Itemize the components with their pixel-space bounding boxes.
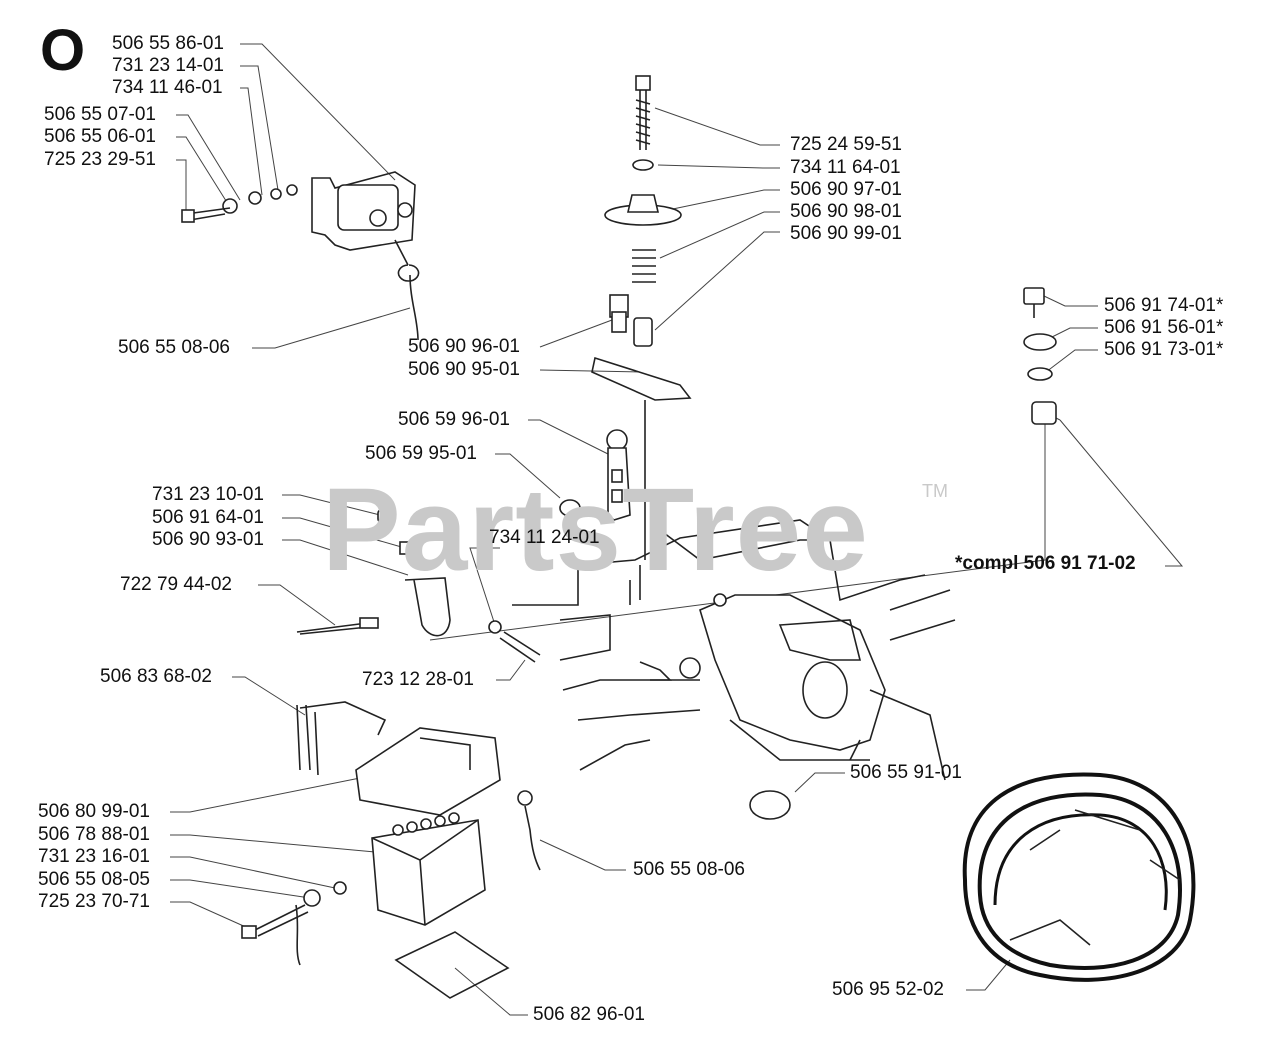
part-label: 725 23 70-71 [38,891,150,912]
leader-lines [170,43,1184,1016]
part-label: 506 95 52-02 [832,979,944,1000]
part-label: 734 11 46-01 [112,77,223,98]
part-label: 506 82 96-01 [533,1004,645,1025]
section-letter: O [40,18,86,83]
part-label: 734 11 64-01 [790,157,901,178]
wiring-harness [962,772,1196,982]
part-label: 506 55 86-01 [112,33,224,54]
part-label: 731 23 14-01 [112,55,224,76]
part-label: 506 90 99-01 [790,223,902,244]
part-label: 506 91 74-01* [1104,295,1224,316]
part-label: 506 55 06-01 [44,126,156,147]
part-label: 506 59 95-01 [365,443,477,464]
part-label: 725 23 29-51 [44,149,156,170]
part-label: 722 79 44-02 [120,574,232,595]
watermark: PartsTree [322,464,869,596]
part-label: 506 83 68-02 [100,666,212,687]
part-label: 506 78 88-01 [38,824,150,845]
switch-clip-bolt [296,509,541,663]
part-label: 731 23 16-01 [38,846,150,867]
part-label: 506 90 98-01 [790,201,902,222]
part-label: 506 90 97-01 [790,179,902,200]
part-label: 731 23 10-01 [152,484,264,505]
part-label: 506 55 08-06 [118,337,230,358]
center-bolt-spring-assembly [591,75,692,560]
part-label-compl: *compl 506 91 71-02 [955,553,1136,574]
watermark-trademark: TM [922,481,948,501]
part-label: 506 91 64-01 [152,507,264,528]
part-label: 506 55 91-01 [850,762,962,783]
part-label: 506 90 95-01 [408,359,520,380]
part-label: 725 24 59-51 [790,134,902,155]
battery-assembly [241,701,791,999]
lever-knob [559,429,631,521]
part-label: 506 55 07-01 [44,104,156,125]
part-label: 506 55 08-06 [633,859,745,880]
switch-bracket-assembly [181,171,420,341]
ignition-switch-assembly [1023,287,1057,425]
part-label: 506 91 73-01* [1104,339,1224,360]
part-label: 723 12 28-01 [362,669,474,690]
part-label: 734 11 24-01 [489,527,600,548]
part-label: 506 90 93-01 [152,529,264,550]
part-label: 506 55 08-05 [38,869,150,890]
part-label: 506 59 96-01 [398,409,510,430]
part-label: 506 80 99-01 [38,801,150,822]
main-housing [512,519,956,781]
part-label: 506 90 96-01 [408,336,520,357]
part-label: 506 91 56-01* [1104,317,1224,338]
